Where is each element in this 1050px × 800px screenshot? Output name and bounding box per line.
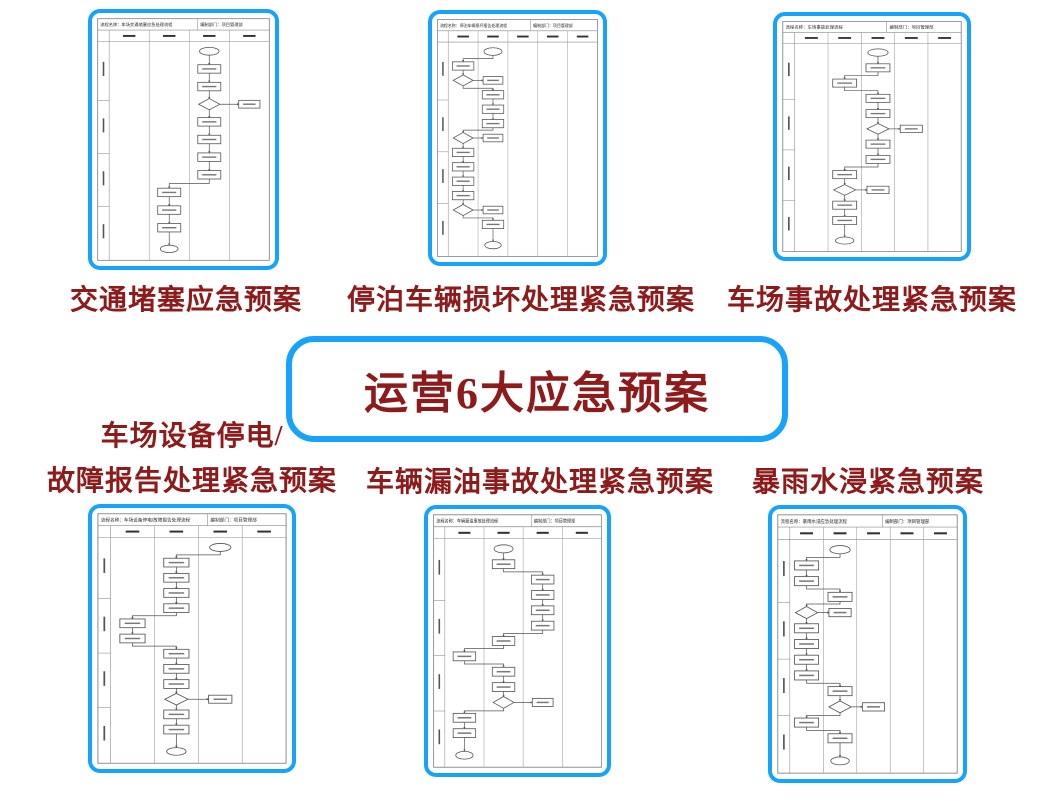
flowchart-image: 流程名称：车场交通堵塞应急处理流程 编制部门：项目管理部: [97, 18, 270, 261]
flowchart-image: 流程名称：停泊车辆损坏报告处理流程 编制部门：项目管理部: [437, 19, 598, 257]
flowchart-image: 流程名称：车场设备停电/故障报告处理流程 编制部门：项目管理部: [97, 513, 287, 764]
svg-text:流程名称：车场交通堵塞应急处理流程: 流程名称：车场交通堵塞应急处理流程: [100, 21, 173, 28]
svg-text:编制部门：项目管理部: 编制部门：项目管理部: [885, 518, 930, 525]
svg-text:流程名称：车辆漏油事故处理流程: 流程名称：车辆漏油事故处理流程: [436, 518, 499, 525]
flowchart-thumb-traffic-jam[interactable]: 流程名称：车场交通堵塞应急处理流程 编制部门：项目管理部: [88, 9, 279, 270]
svg-text:编制部门：项目管理部: 编制部门：项目管理部: [200, 21, 243, 28]
caption-parked-vehicle-damage: 停泊车辆损坏处理紧急预案: [346, 285, 695, 316]
caption-oil-leak: 车辆漏油事故处理紧急预案: [365, 467, 714, 498]
title-box: 运营6大应急预案: [286, 336, 788, 442]
caption-power-failure-line1: 车场设备停电/: [100, 421, 284, 452]
flowchart-image: 流程名称：车辆漏油事故处理流程 编制部门：项目管理部: [433, 514, 602, 768]
svg-text:编制部门：项目管理部: 编制部门：项目管理部: [534, 518, 576, 525]
svg-text:编制部门：项目管理部: 编制部门：项目管理部: [210, 517, 257, 524]
svg-text:流程名称：车场事故处理流程: 流程名称：车场事故处理流程: [786, 24, 844, 31]
caption-parking-lot-accident: 车场事故处理紧急预案: [726, 285, 1017, 316]
caption-rainstorm-flood: 暴雨水浸紧急预案: [751, 467, 984, 498]
flowchart-thumb-rainstorm-flood[interactable]: 流程名称：暴雨水浸应急处理流程 编制部门：项目管理部: [768, 505, 967, 783]
svg-text:编制部门：项目管理部: 编制部门：项目管理部: [889, 24, 933, 31]
flowchart-image: 流程名称：车场事故处理流程 编制部门：项目管理部: [782, 21, 962, 252]
caption-traffic-jam: 交通堵塞应急预案: [69, 285, 302, 316]
flowchart-image: 流程名称：暴雨水浸应急处理流程 编制部门：项目管理部: [777, 514, 958, 774]
svg-text:编制部门：项目管理部: 编制部门：项目管理部: [533, 22, 573, 28]
caption-power-failure-line2: 故障报告处理紧急预案: [46, 466, 337, 497]
svg-text:流程名称：暴雨水浸应急处理流程: 流程名称：暴雨水浸应急处理流程: [781, 518, 848, 525]
svg-text:流程名称：车场设备停电/故障报告处理流程: 流程名称：车场设备停电/故障报告处理流程: [101, 517, 191, 524]
flowchart-thumb-oil-leak[interactable]: 流程名称：车辆漏油事故处理流程 编制部门：项目管理部: [424, 505, 611, 777]
flowchart-thumb-power-failure[interactable]: 流程名称：车场设备停电/故障报告处理流程 编制部门：项目管理部: [88, 504, 296, 773]
slide-title: 运营6大应急预案: [364, 369, 710, 418]
flowchart-thumb-parked-vehicle-damage[interactable]: 流程名称：停泊车辆损坏报告处理流程 编制部门：项目管理部: [428, 10, 607, 266]
caption-power-failure: 车场设备停电/ 故障报告处理紧急预案: [38, 414, 346, 504]
flowchart-thumb-parking-lot-accident[interactable]: 流程名称：车场事故处理流程 编制部门：项目管理部: [773, 12, 971, 261]
svg-text:流程名称：停泊车辆损坏报告处理流程: 流程名称：停泊车辆损坏报告处理流程: [440, 22, 507, 28]
